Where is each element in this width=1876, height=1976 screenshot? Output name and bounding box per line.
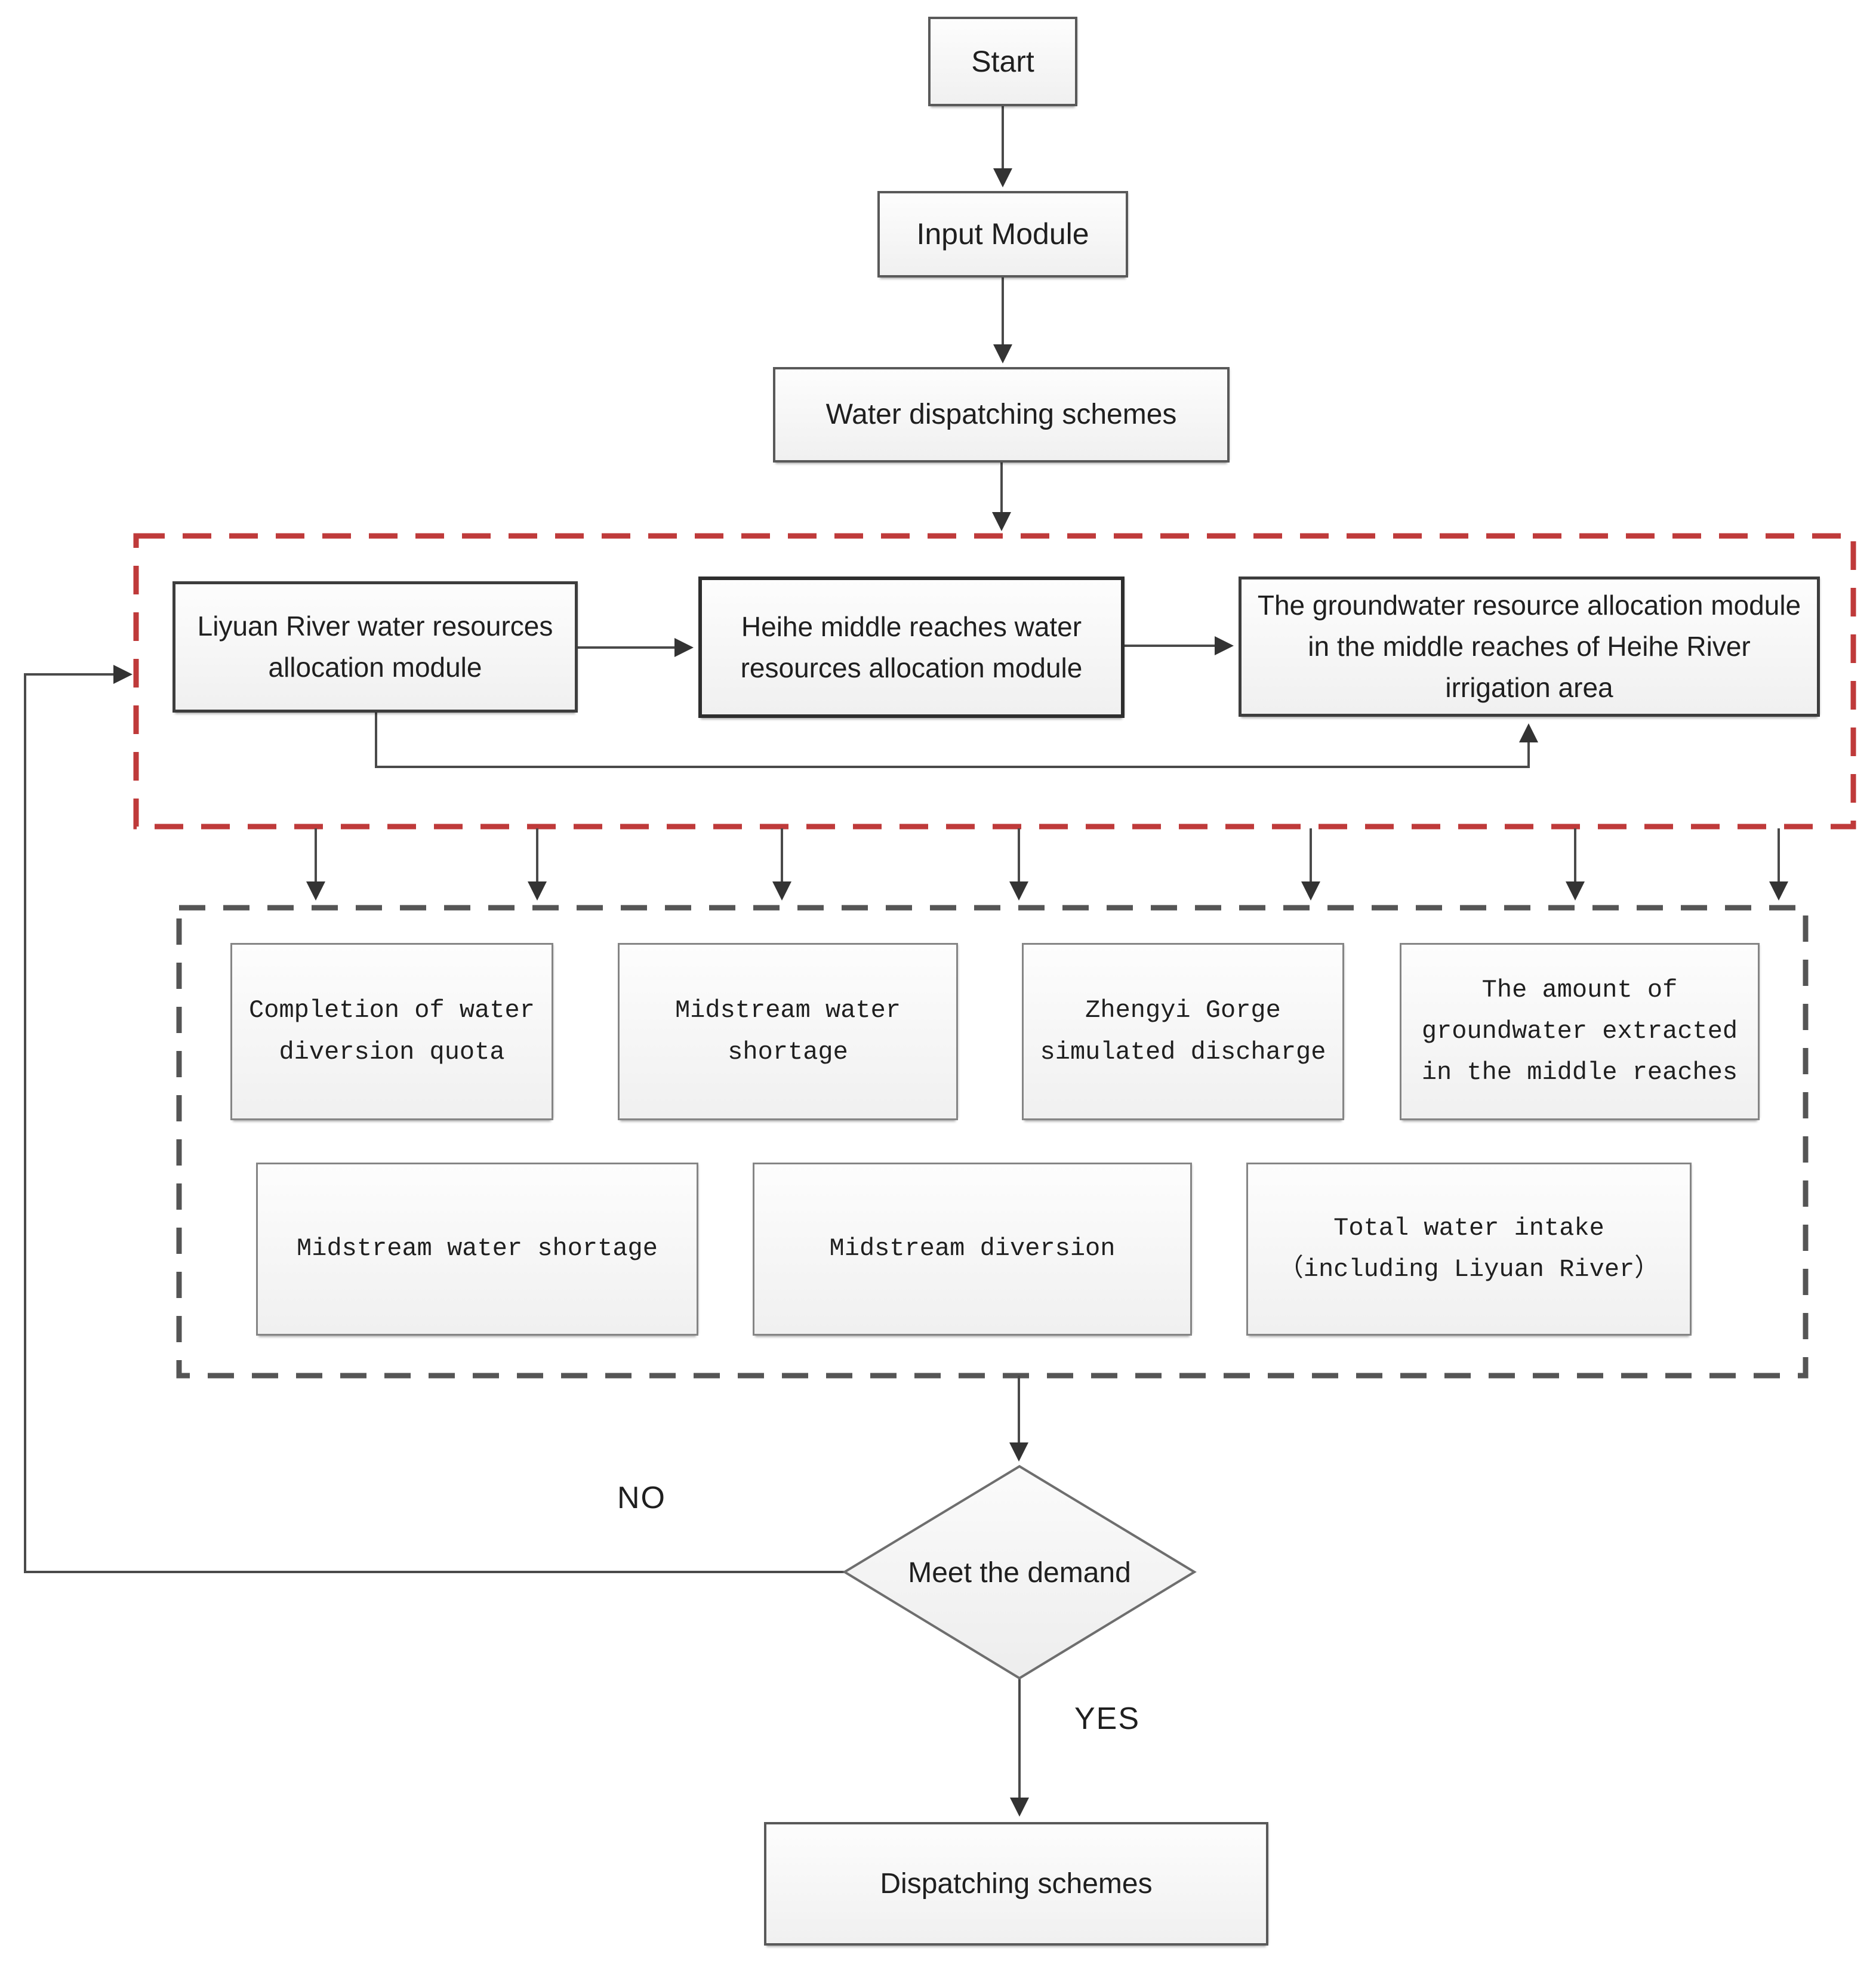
output-total-water-intake-node: Total water intake （including Liyuan Riv… (1246, 1163, 1692, 1336)
no-branch-label: NO (582, 1480, 701, 1516)
groundwater-module-node: The groundwater resource allocation modu… (1239, 577, 1820, 717)
yes-branch-label: YES (1048, 1701, 1167, 1737)
meet-demand-text: Meet the demand (908, 1556, 1131, 1589)
yes-text: YES (1074, 1701, 1141, 1736)
output-midstream-water-shortage-bottom-node: Midstream water shortage (256, 1163, 698, 1336)
output-total-water-intake-label: Total water intake （including Liyuan Riv… (1278, 1213, 1660, 1284)
water-dispatching-schemes-label: Water dispatching schemes (825, 399, 1177, 430)
arrow-liyuan-to-groundwater-bottom (375, 713, 1538, 768)
output-midstream-water-shortage-bottom-label: Midstream water shortage (297, 1234, 658, 1263)
dispatching-schemes-node: Dispatching schemes (764, 1822, 1268, 1946)
output-midstream-diversion-label: Midstream diversion (829, 1234, 1116, 1263)
arrow-decision-no-feedback-loop (24, 665, 845, 1573)
start-node: Start (928, 17, 1077, 106)
liyuan-module-label: Liyuan River water resources allocation … (197, 611, 553, 683)
no-text: NO (617, 1481, 666, 1515)
allocation-modules-group-border (133, 533, 1856, 830)
input-module-node: Input Module (877, 191, 1128, 278)
outputs-group-border (176, 905, 1809, 1379)
dispatching-schemes-label: Dispatching schemes (880, 1867, 1153, 1900)
output-zhengyi-gorge-label: Zhengyi Gorge simulated discharge (1040, 996, 1326, 1066)
start-label: Start (971, 44, 1034, 78)
output-midstream-water-shortage-top-label: Midstream water shortage (674, 996, 901, 1066)
heihe-module-label: Heihe middle reaches water resources all… (740, 611, 1083, 683)
meet-demand-label: Meet the demand (845, 1466, 1194, 1679)
water-dispatching-schemes-node: Water dispatching schemes (773, 367, 1230, 463)
heihe-module-node: Heihe middle reaches water resources all… (698, 577, 1125, 718)
liyuan-module-node: Liyuan River water resources allocation … (172, 581, 578, 713)
output-zhengyi-gorge-node: Zhengyi Gorge simulated discharge (1022, 943, 1344, 1120)
output-midstream-diversion-node: Midstream diversion (753, 1163, 1192, 1336)
input-module-label: Input Module (916, 217, 1089, 251)
output-groundwater-amount-node: The amount of groundwater extracted in t… (1400, 943, 1760, 1120)
output-completion-quota-node: Completion of water diversion quota (230, 943, 553, 1120)
output-groundwater-amount-label: The amount of groundwater extracted in t… (1421, 975, 1738, 1087)
output-midstream-water-shortage-top-node: Midstream water shortage (618, 943, 958, 1120)
groundwater-module-label: The groundwater resource allocation modu… (1257, 590, 1801, 703)
meet-demand-diamond (842, 1465, 1197, 1680)
output-completion-quota-label: Completion of water diversion quota (249, 996, 535, 1066)
